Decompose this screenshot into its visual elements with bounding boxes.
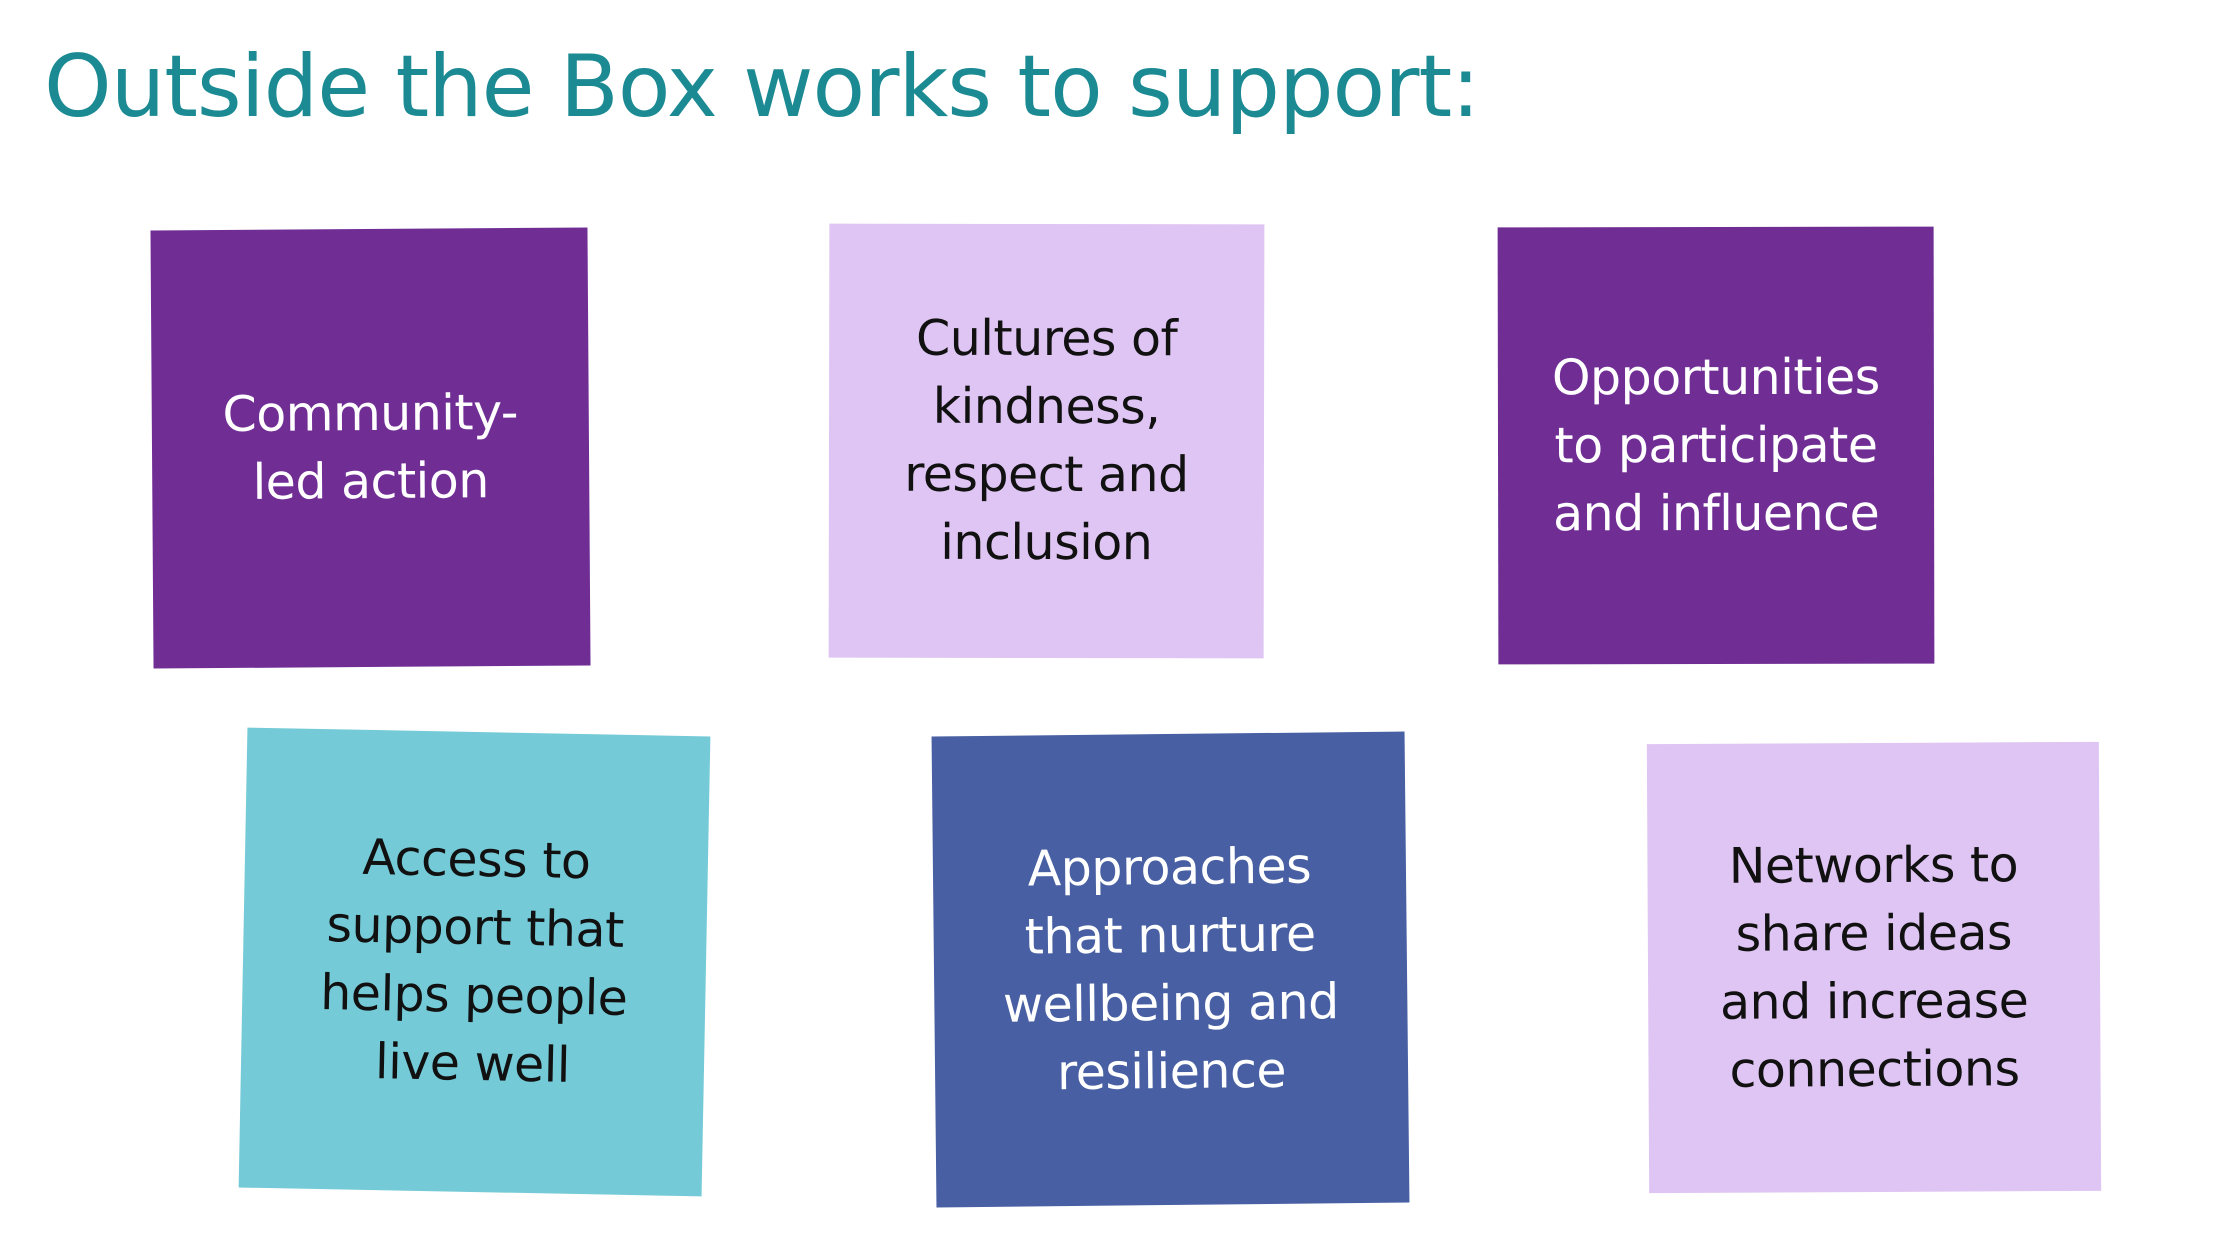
- sticky-note-approaches: Approaches that nurture wellbeing and re…: [931, 731, 1410, 1208]
- sticky-note-opportunities: Opportunities to participate and influen…: [1497, 226, 1935, 665]
- sticky-note-text: Networks to share ideas and increase con…: [1719, 835, 2029, 1099]
- page-title: Outside the Box works to support:: [44, 37, 1480, 137]
- sticky-note-text: Cultures of kindness, respect and inclus…: [904, 309, 1189, 572]
- sticky-note-text: Community- led action: [222, 383, 519, 511]
- sticky-note-community-led-action: Community- led action: [150, 227, 591, 669]
- sticky-note-cultures-of-kindness: Cultures of kindness, respect and inclus…: [828, 223, 1265, 659]
- sticky-note-text: Access to support that helps people live…: [319, 828, 628, 1094]
- sticky-note-text: Opportunities to participate and influen…: [1551, 348, 1880, 542]
- sticky-note-networks: Networks to share ideas and increase con…: [1646, 741, 2102, 1194]
- sticky-note-text: Approaches that nurture wellbeing and re…: [1002, 837, 1339, 1101]
- sticky-note-access-to-support: Access to support that helps people live…: [238, 727, 711, 1197]
